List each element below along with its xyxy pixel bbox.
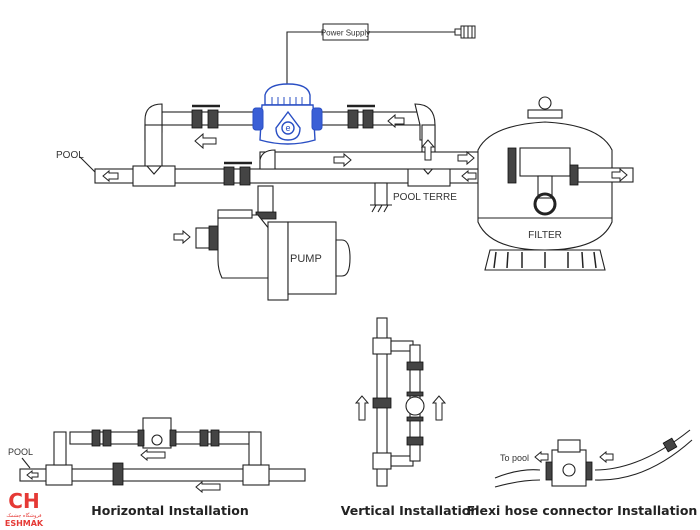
eshmak-logo: CH فروشگاه چشمک ESHMAK [5, 489, 44, 528]
filter-outlet-arrow [611, 167, 628, 183]
pool-terre-label: POOL TERRE [393, 192, 457, 203]
sand-filter: FILTER [477, 96, 634, 271]
power-supply-label: Power Supply [321, 29, 370, 38]
caption-vertical: Vertical Installation [341, 503, 480, 518]
flow-arrow-left [534, 450, 549, 464]
filter-label: FILTER [528, 230, 562, 241]
flow-arrow-left [387, 113, 405, 129]
caption-flexi: Flexi hose connector Installation [467, 503, 698, 518]
power-plug-icon [454, 25, 476, 39]
caption-horizontal: Horizontal Installation [91, 503, 248, 518]
flow-arrow-up [354, 395, 370, 421]
chlorinator-cell: e [252, 83, 323, 145]
flow-arrow-left [599, 450, 614, 464]
pump-label: PUMP [290, 253, 322, 265]
flow-arrow-right [457, 150, 475, 166]
logo-subtitle: فروشگاه چشمک [6, 512, 42, 519]
ball-valve-upper-right [347, 104, 375, 129]
ball-valve-main-left [223, 161, 252, 186]
flow-arrow-left [140, 448, 166, 462]
flow-arrow-right [333, 152, 352, 168]
flow-arrow-left [26, 469, 39, 481]
flow-arrow-up [420, 139, 436, 161]
horizontal-pool-label: POOL [8, 447, 33, 457]
ball-valve-upper-left [191, 104, 220, 129]
flexi-hose-installation: To pool [494, 429, 693, 488]
horizontal-installation: POOL [8, 417, 306, 494]
pool-label: POOL [56, 150, 84, 161]
logo-mark: CH [8, 489, 39, 513]
flow-arrow-left [194, 132, 217, 150]
pool-inlet-arrow [102, 169, 119, 183]
logo-name: ESHMAK [5, 519, 44, 528]
to-pool-label: To pool [500, 453, 529, 463]
flow-arrow-up [431, 395, 447, 421]
vertical-installation [354, 317, 447, 487]
power-supply: Power Supply [286, 23, 476, 84]
pump-inlet-arrow [173, 229, 191, 245]
power-cable-left [286, 31, 323, 84]
svg-text:e: e [285, 123, 290, 133]
flow-arrow-left [461, 169, 477, 183]
flow-arrow-left [195, 480, 221, 494]
pump: PUMP [195, 185, 351, 301]
